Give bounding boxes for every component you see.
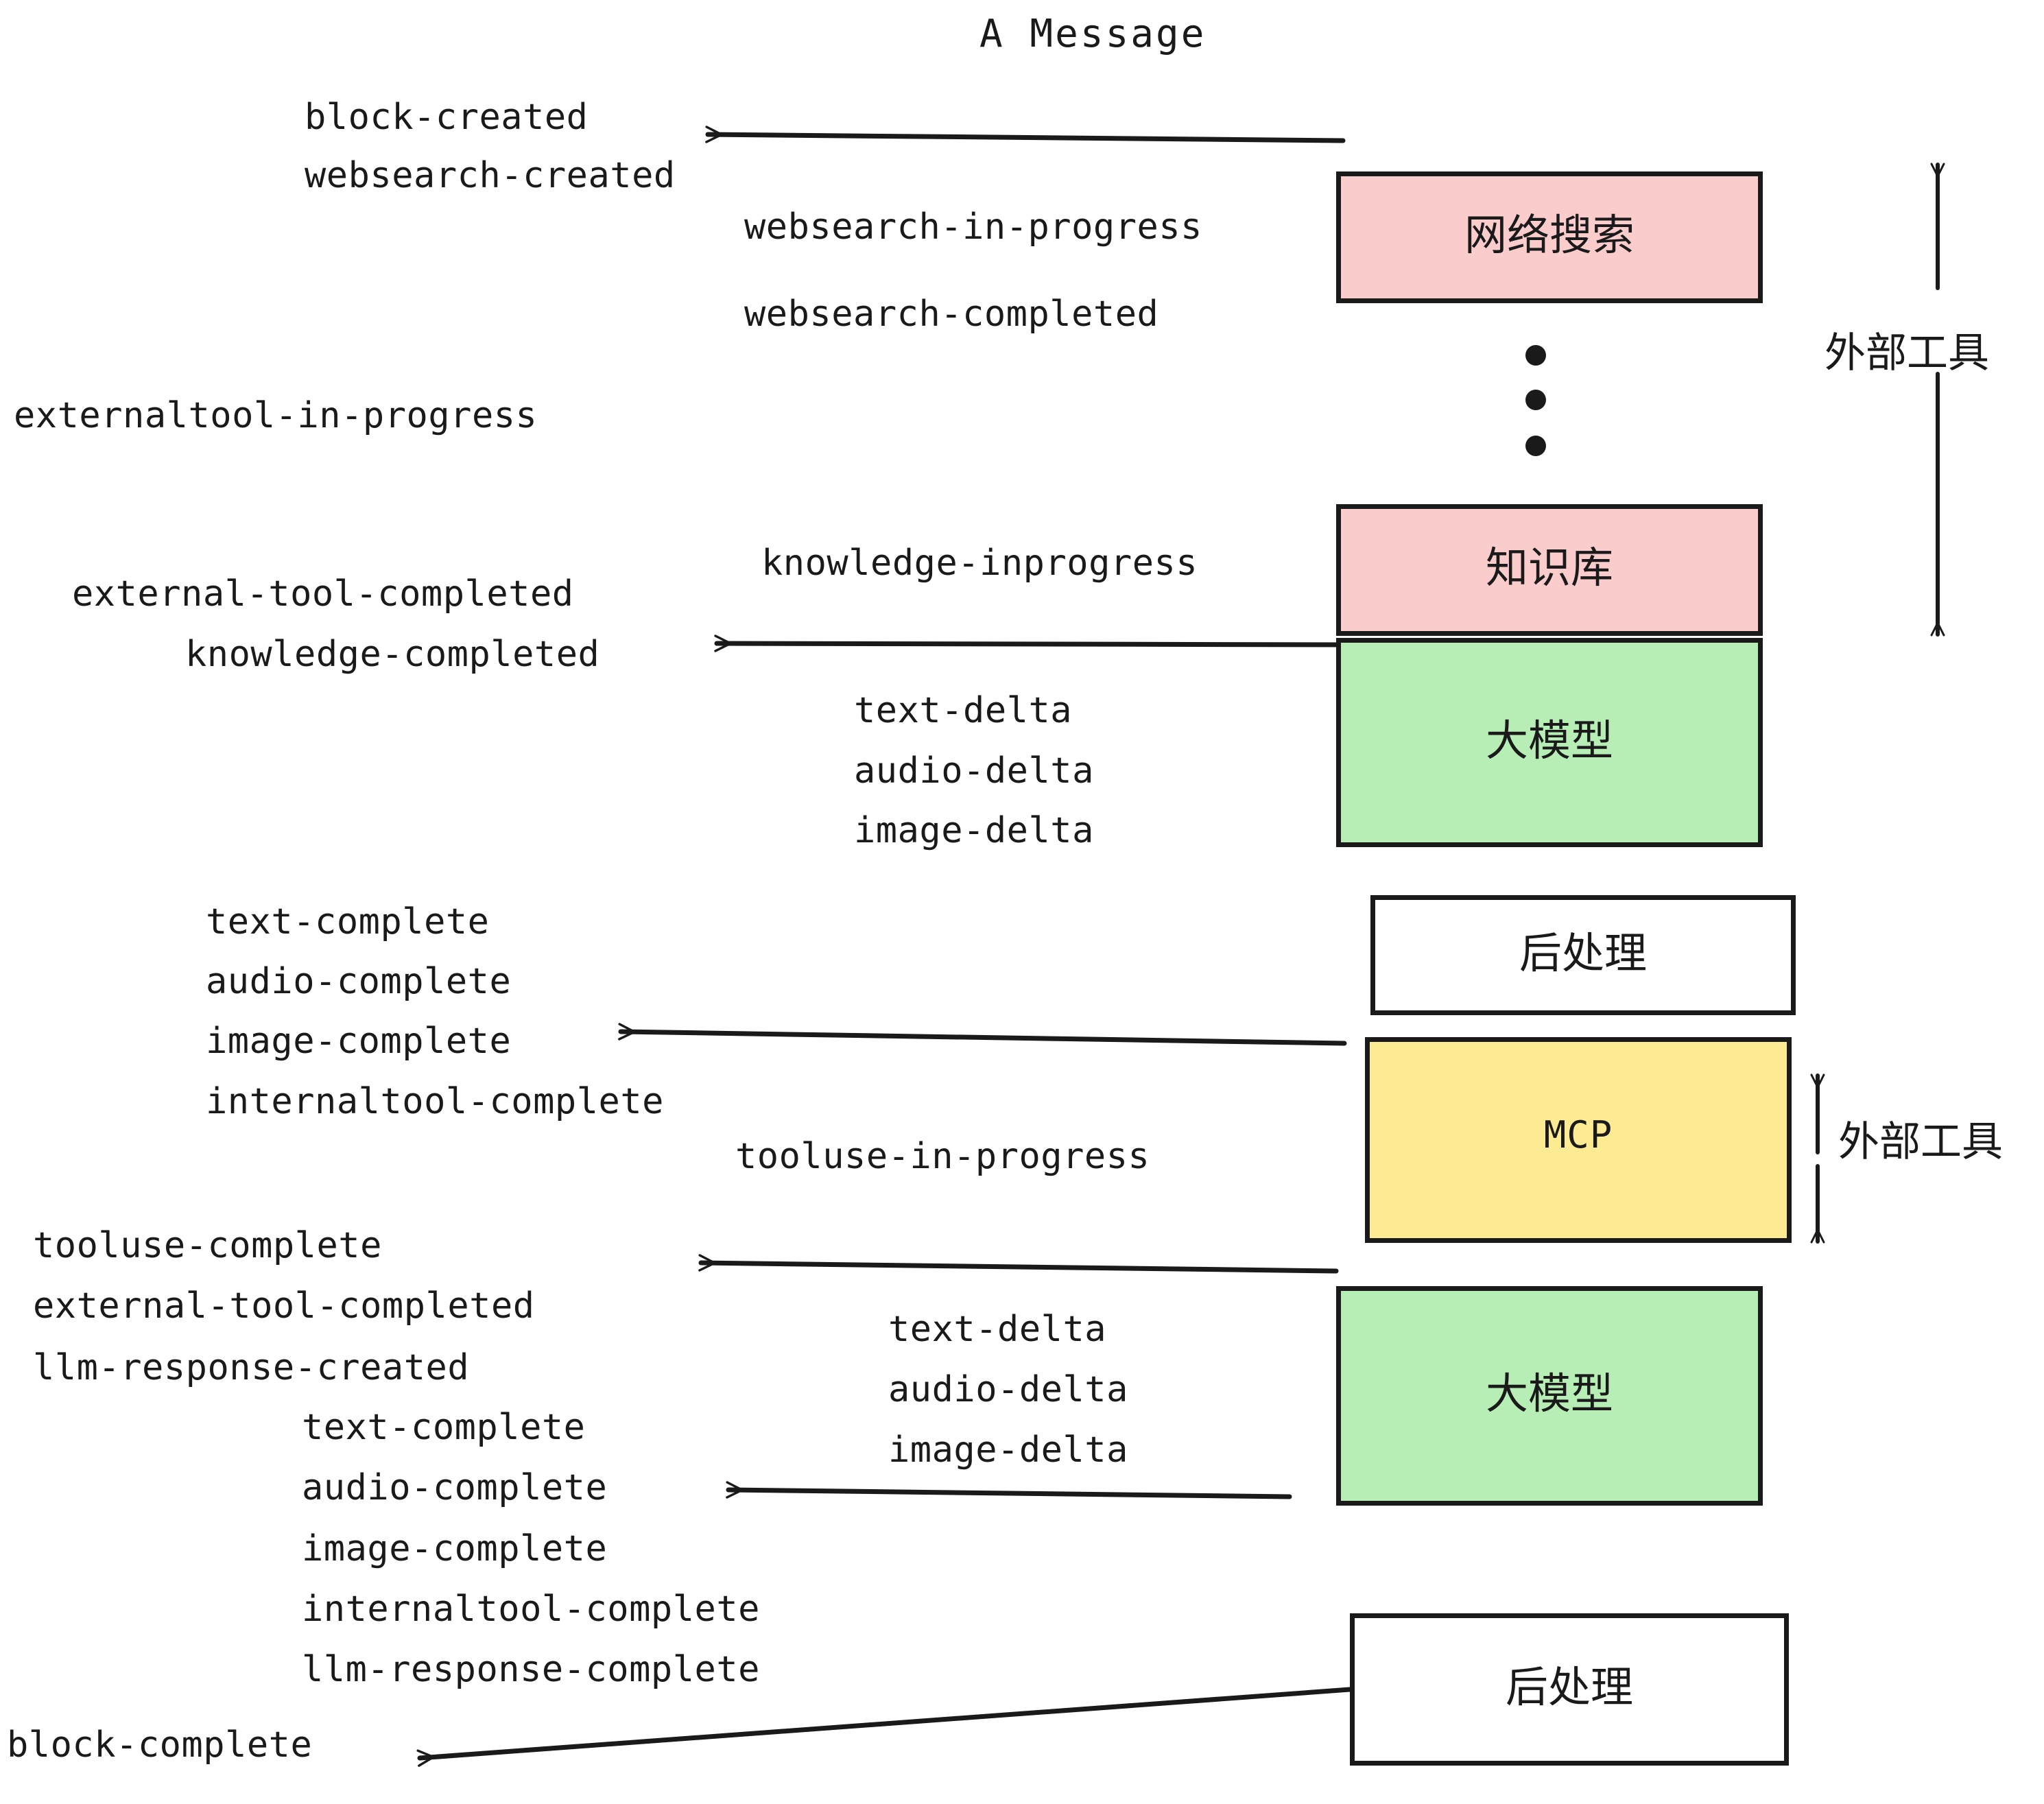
event-label-knowledge-completed: knowledge-completed: [185, 634, 600, 675]
event-label-websearch-created: websearch-created: [305, 155, 676, 196]
event-label-audio-complete: audio-complete: [206, 961, 512, 1002]
ellipsis-dot-3: [1525, 436, 1546, 456]
group-label-external-tools-mcp: 外部工具: [1838, 1118, 2003, 1166]
node-box-postproc-1[interactable]: [1370, 895, 1796, 1015]
group-bracket-arrows: [1810, 163, 1945, 1244]
event-label-block-created: block-created: [305, 97, 589, 138]
arrow-llm2-out: [726, 1481, 1292, 1499]
event-label-websearch-completed: websearch-completed: [744, 294, 1159, 335]
event-label-llm-response-created: llm-response-created: [33, 1347, 470, 1388]
arrow-websearch-out: [705, 126, 1346, 143]
group-label-external-tools-top: 外部工具: [1825, 329, 1989, 377]
event-label-external-tool-completed: external-tool-completed: [33, 1285, 535, 1327]
node-box-llm-1[interactable]: [1336, 638, 1763, 847]
event-label-audio-complete: audio-complete: [302, 1467, 608, 1508]
node-box-llm-2[interactable]: [1336, 1286, 1763, 1506]
event-label-tooluse-in-progress: tooluse-in-progress: [735, 1136, 1150, 1177]
event-label-text-complete: text-complete: [206, 901, 490, 942]
event-label-knowledge-inprogress: knowledge-inprogress: [761, 543, 1198, 584]
node-box-mcp[interactable]: [1365, 1037, 1792, 1243]
event-label-image-complete: image-complete: [302, 1528, 608, 1569]
event-label-text-delta: text-delta: [888, 1309, 1107, 1350]
ellipsis-dot-1: [1525, 345, 1546, 366]
event-label-text-complete: text-complete: [302, 1407, 586, 1448]
event-label-llm-response-complete: llm-response-complete: [302, 1649, 760, 1690]
arrow-mcp-out: [698, 1254, 1339, 1274]
event-label-internaltool-complete: internaltool-complete: [302, 1589, 760, 1630]
page-title: A Message: [979, 12, 1207, 56]
arrow-postproc2-out: [416, 1687, 1353, 1767]
event-label-image-complete: image-complete: [206, 1021, 512, 1062]
event-label-websearch-in-progress: websearch-in-progress: [744, 206, 1202, 248]
event-label-image-delta: image-delta: [854, 810, 1094, 851]
node-box-knowledge[interactable]: [1336, 504, 1763, 636]
event-label-tooluse-complete: tooluse-complete: [33, 1225, 382, 1266]
arrow-knowledge-out: [714, 634, 1359, 652]
node-box-websearch[interactable]: [1336, 171, 1763, 303]
arrow-postproc1-out: [618, 1023, 1347, 1046]
event-label-audio-delta: audio-delta: [854, 750, 1094, 792]
event-label-image-delta: image-delta: [888, 1429, 1128, 1471]
ellipsis-dot-2: [1525, 390, 1546, 410]
flow-arrows: [416, 126, 1359, 1767]
ellipsis-dots: [1525, 345, 1546, 456]
node-box-postproc-2[interactable]: [1350, 1613, 1789, 1766]
event-label-text-delta: text-delta: [854, 690, 1073, 731]
event-label-audio-delta: audio-delta: [888, 1369, 1128, 1410]
event-label-external-tool-completed: external-tool-completed: [72, 573, 574, 615]
event-label-block-complete: block-complete: [7, 1724, 313, 1766]
event-label-internaltool-complete: internaltool-complete: [206, 1081, 664, 1122]
event-label-externaltool-in-progress: externaltool-in-progress: [14, 395, 538, 436]
